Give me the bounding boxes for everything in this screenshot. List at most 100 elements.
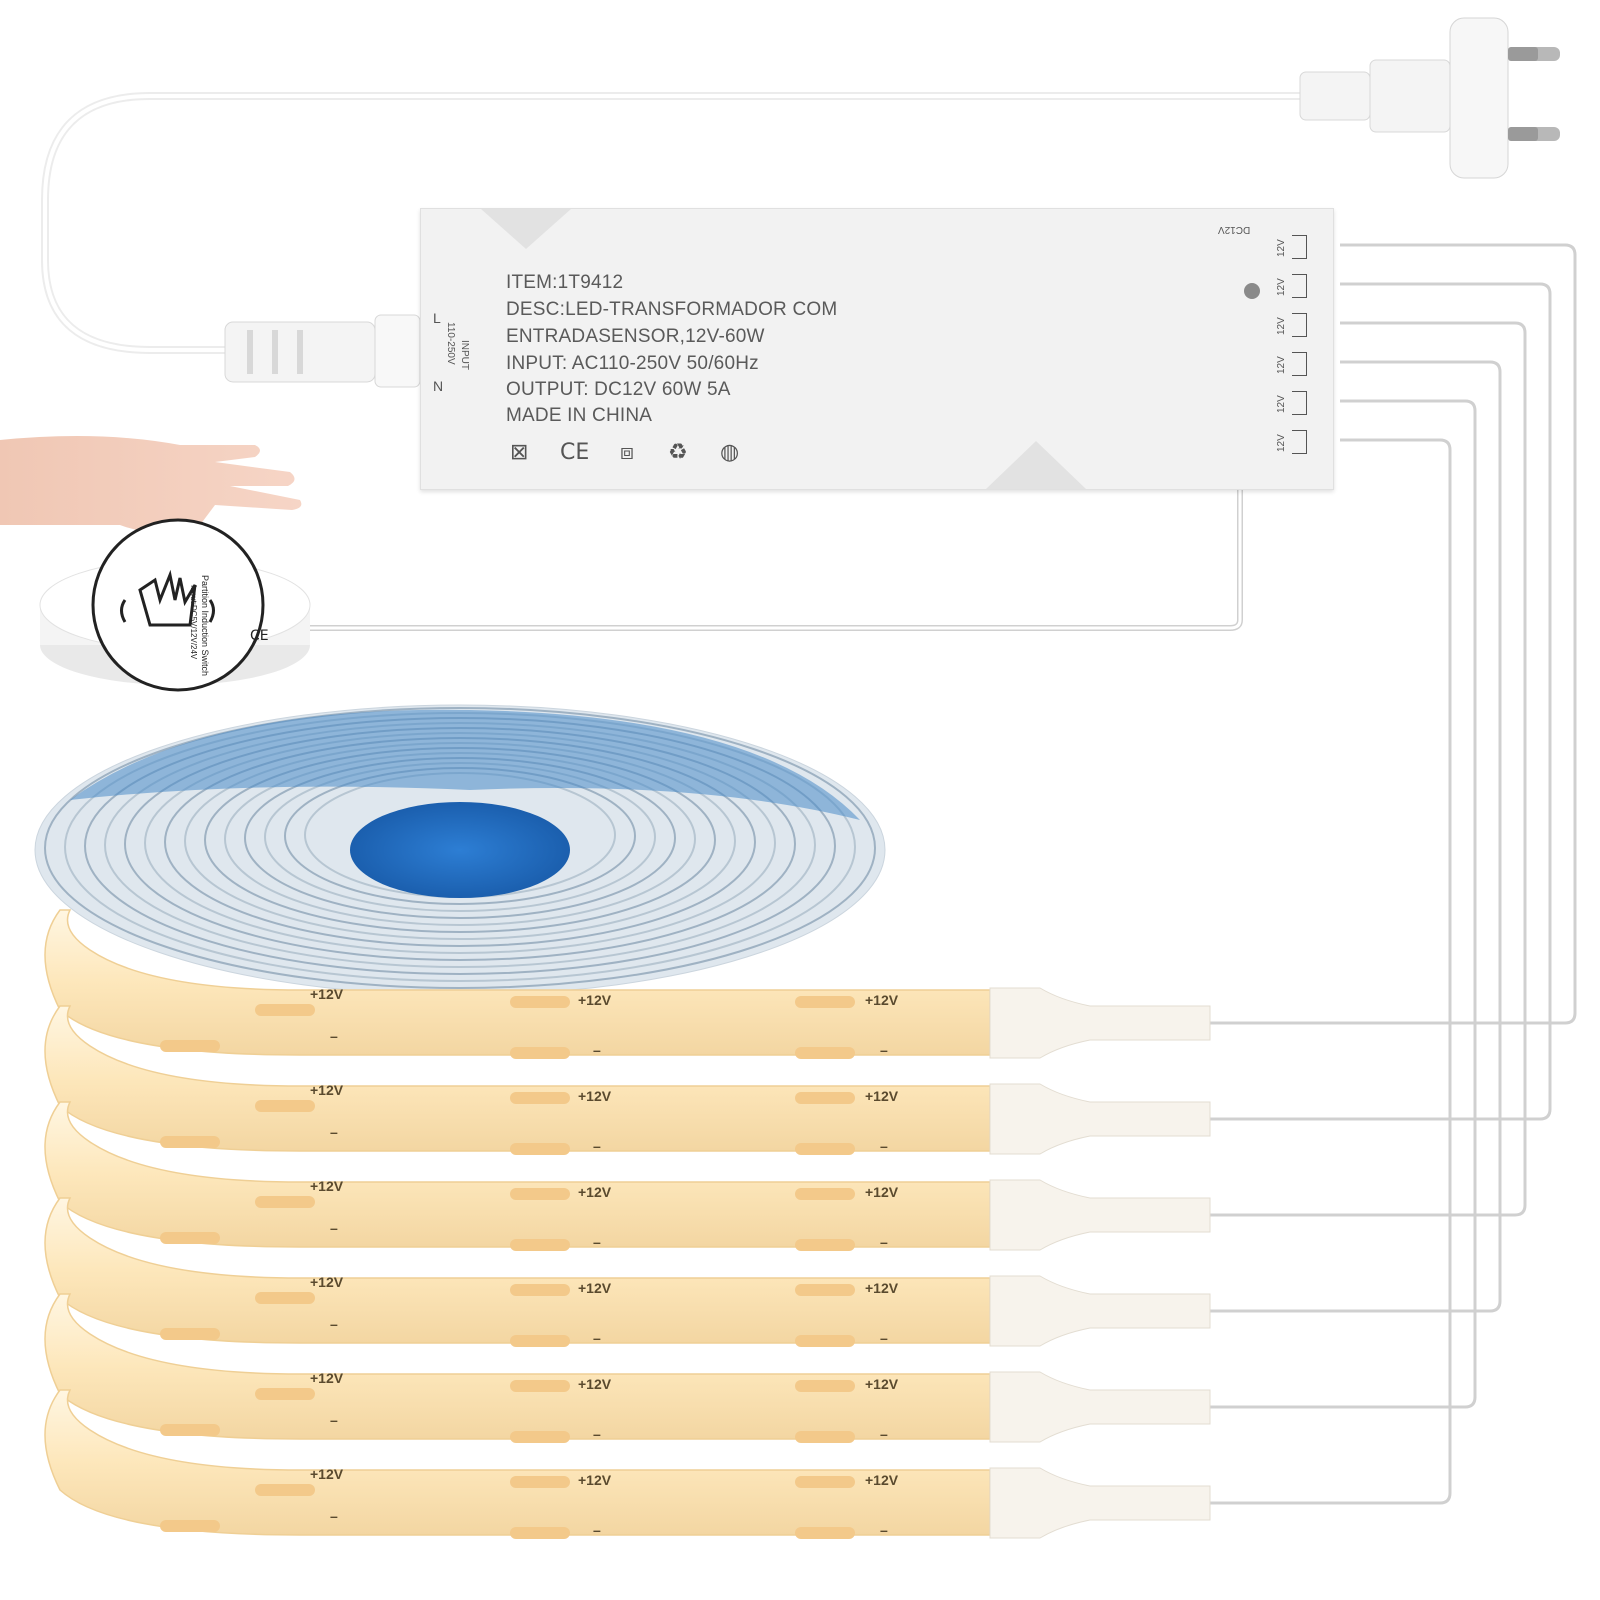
output-wire [1210, 321, 1527, 1217]
sensor-led [1244, 283, 1260, 299]
strip-minus-label: – [880, 1234, 888, 1250]
label-input: INPUT: AC110-250V 50/60Hz [506, 353, 759, 374]
dc-marking: DC12V [1218, 224, 1251, 235]
sensor-puck: CE [39, 518, 311, 692]
strip-plus-label: +12V [310, 986, 344, 1002]
output-wires [1210, 243, 1577, 1505]
output-port-socket [1292, 313, 1307, 337]
strip-plus-label: +12V [865, 1088, 899, 1104]
eu-plug-icon [1299, 17, 1560, 179]
solder-pad [160, 1328, 220, 1340]
strip-plus-label: +12V [578, 1280, 612, 1296]
end-cap [989, 1371, 1211, 1443]
transformer-box [420, 208, 1334, 490]
led-strip [44, 1005, 1211, 1155]
inlet-plug [224, 314, 421, 388]
solder-pad [510, 1335, 570, 1347]
strip-minus-label: – [330, 1412, 338, 1428]
solder-pad [795, 1188, 855, 1200]
strip-minus-label: – [330, 1124, 338, 1140]
output-port-label: 12V [1276, 395, 1287, 413]
end-cap [989, 1467, 1211, 1539]
label-desc: DESC:LED-TRANSFORMADOR COM [506, 299, 838, 320]
ce-mark-icon: CE [560, 440, 590, 465]
solder-pad [795, 1335, 855, 1347]
solder-pad [795, 996, 855, 1008]
output-wire [1210, 399, 1477, 1409]
label-item: ITEM:1T9412 [506, 272, 624, 293]
output-wire [1210, 282, 1552, 1121]
green-dot-icon: ◍ [720, 440, 740, 465]
hand-icon [120, 569, 215, 627]
label-entrada: ENTRADASENSOR,12V-60W [506, 326, 765, 347]
strip-minus-label: – [593, 1330, 601, 1346]
led-strip [44, 1293, 1211, 1443]
sensor-cable [300, 490, 1243, 631]
solder-pad [510, 996, 570, 1008]
strip-plus-label: +12V [310, 1274, 344, 1290]
strip-plus-label: +12V [578, 1376, 612, 1392]
solder-pad [510, 1380, 570, 1392]
strip-minus-label: – [593, 1138, 601, 1154]
strip-minus-label: – [593, 1522, 601, 1538]
strip-plus-label: +12V [578, 1088, 612, 1104]
solder-pad [160, 1136, 220, 1148]
strip-minus-label: – [880, 1042, 888, 1058]
solder-pad [795, 1476, 855, 1488]
strip-plus-label: +12V [865, 1376, 899, 1392]
solder-pad [255, 1100, 315, 1112]
strip-plus-label: +12V [578, 992, 612, 1008]
output-port-label: 12V [1276, 278, 1287, 296]
strip-plus-label: +12V [578, 1184, 612, 1200]
strip-plus-label: +12V [578, 1472, 612, 1488]
strip-plus-label: +12V [310, 1466, 344, 1482]
sensor-text2: Input:DC5V/12V/24V [189, 585, 198, 660]
recycle-icon: ♻ [668, 440, 688, 465]
strip-minus-label: – [330, 1220, 338, 1236]
output-port-socket [1292, 274, 1307, 298]
strip-minus-label: – [880, 1330, 888, 1346]
label-made: MADE IN CHINA [506, 405, 653, 426]
strip-plus-label: +12V [865, 1280, 899, 1296]
solder-pad [795, 1431, 855, 1443]
strip-minus-label: – [593, 1234, 601, 1250]
led-strip [44, 909, 1211, 1059]
output-port-socket [1292, 391, 1307, 415]
solder-pad [510, 1188, 570, 1200]
svg-text:CE: CE [250, 628, 269, 644]
end-cap [989, 1083, 1211, 1155]
solder-pad [510, 1143, 570, 1155]
led-strip [44, 1389, 1211, 1539]
solder-pad [795, 1143, 855, 1155]
output-port-label: 12V [1276, 356, 1287, 374]
solder-pad [795, 1092, 855, 1104]
led-strips [34, 704, 1211, 1539]
end-cap [989, 1275, 1211, 1347]
output-wire [1210, 438, 1452, 1505]
end-cap [989, 987, 1211, 1059]
strip-minus-label: – [880, 1426, 888, 1442]
weee-bin-icon: ⊠ [510, 440, 529, 465]
led-strip [44, 1197, 1211, 1347]
solder-pad [160, 1424, 220, 1436]
output-port-socket [1292, 235, 1307, 259]
strip-plus-label: +12V [310, 1082, 344, 1098]
solder-pad [255, 1004, 315, 1016]
strip-minus-label: – [330, 1028, 338, 1044]
solder-pad [795, 1527, 855, 1539]
strip-minus-label: – [593, 1426, 601, 1442]
input-n-label: N [433, 378, 444, 394]
strip-plus-label: +12V [310, 1178, 344, 1194]
output-wire [1210, 243, 1577, 1025]
output-port-label: 12V [1276, 317, 1287, 335]
sensor-text1: Partition Induction Switch [200, 575, 210, 677]
solder-pad [255, 1484, 315, 1496]
solder-pad [160, 1232, 220, 1244]
strip-minus-label: – [880, 1522, 888, 1538]
solder-pad [255, 1292, 315, 1304]
output-port-label: 12V [1276, 434, 1287, 452]
strip-plus-label: +12V [310, 1370, 344, 1386]
reel-coil [34, 704, 886, 996]
strip-plus-label: +12V [865, 1184, 899, 1200]
